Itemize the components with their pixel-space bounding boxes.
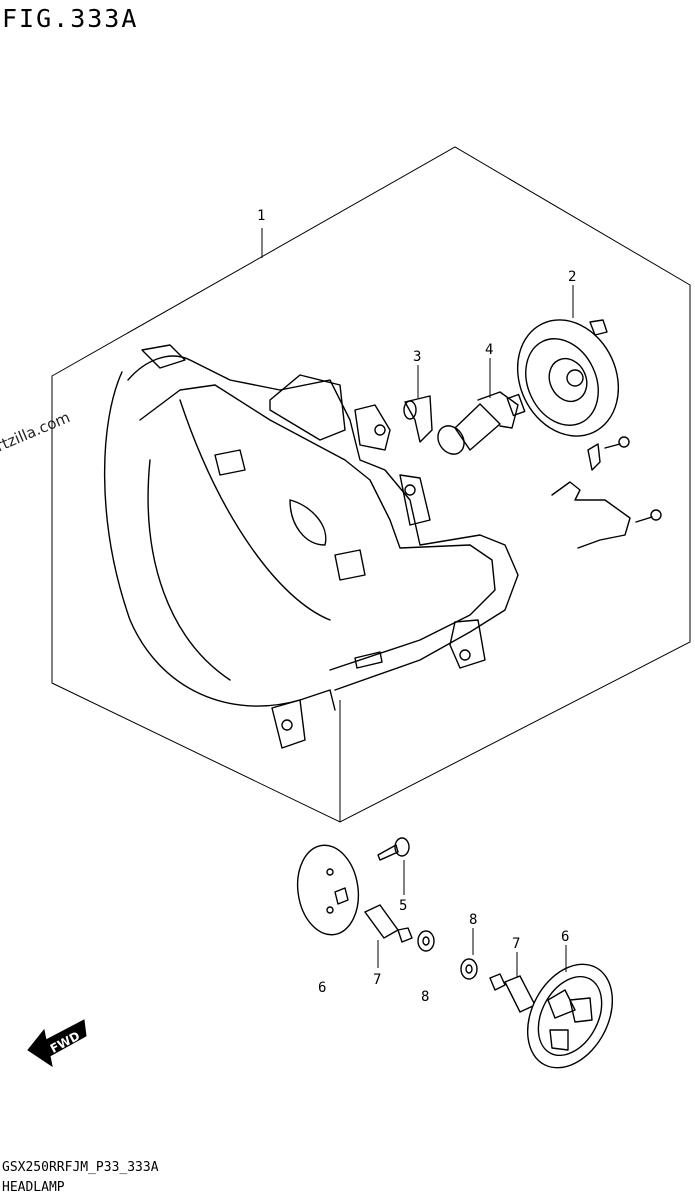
diagram-code: GSX250RRFJM_P33_333A	[2, 1160, 159, 1175]
grommet-right[interactable]	[511, 950, 630, 1083]
washer-right[interactable]	[460, 958, 478, 980]
diagram-name: HEADLAMP	[2, 1180, 65, 1195]
callout-4: 4	[485, 342, 493, 358]
washer-left[interactable]	[417, 930, 435, 952]
assembly-boundary	[51, 146, 691, 823]
figure-title: FIG.333A	[2, 4, 139, 33]
callout-6-left: 6	[318, 980, 326, 996]
grommet-left[interactable]	[292, 841, 364, 938]
bulb-socket[interactable]	[499, 303, 637, 452]
wire-spring[interactable]	[551, 443, 631, 549]
callout-8-left: 8	[421, 989, 429, 1005]
callout-2: 2	[568, 269, 576, 285]
callout-7-right: 7	[512, 936, 520, 952]
socket-screw-upper[interactable]	[604, 436, 630, 449]
callout-5: 5	[399, 898, 407, 914]
collar-right[interactable]	[489, 973, 536, 1013]
forward-direction-arrow: FWD	[27, 1019, 87, 1068]
retainer-clip[interactable]	[403, 395, 433, 443]
mounting-screw[interactable]	[377, 837, 410, 861]
callout-7-left: 7	[373, 972, 381, 988]
callout-3: 3	[413, 349, 421, 365]
callout-8-right: 8	[469, 912, 477, 928]
collar-left[interactable]	[363, 904, 413, 943]
headlamp-bulb[interactable]	[433, 391, 526, 459]
socket-screw-lower[interactable]	[635, 509, 662, 523]
callout-6-right: 6	[561, 929, 569, 945]
headlamp-housing[interactable]	[103, 344, 519, 749]
callout-1: 1	[257, 208, 265, 224]
